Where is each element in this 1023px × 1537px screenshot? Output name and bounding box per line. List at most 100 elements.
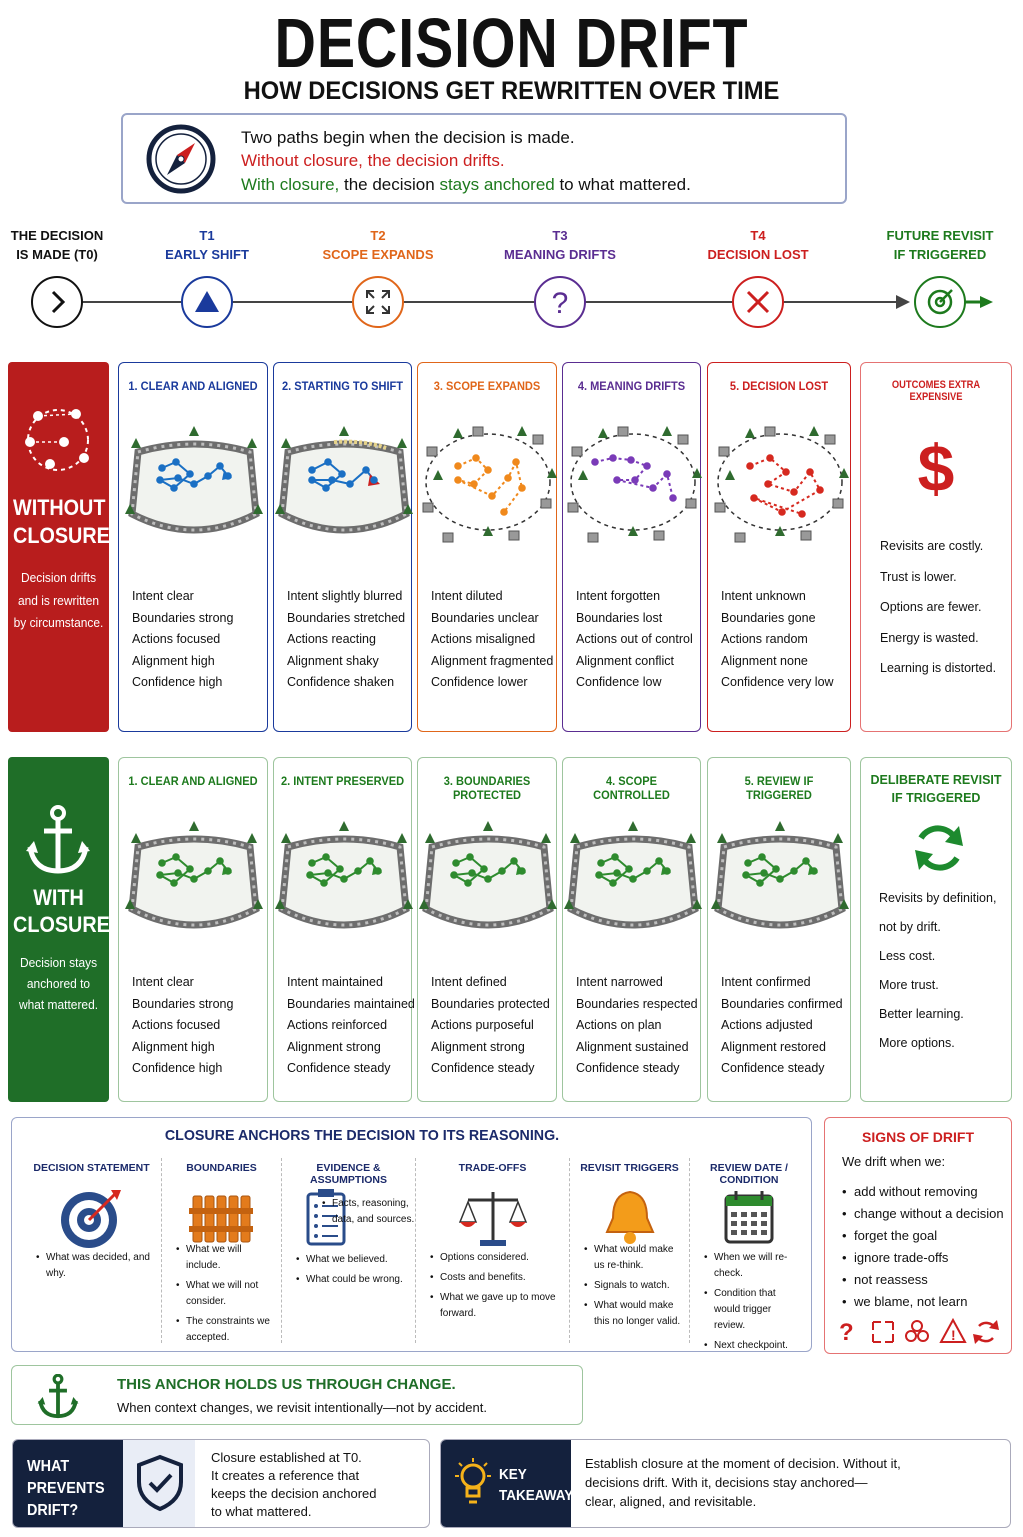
list-item: Learning is distorted. <box>880 661 997 675</box>
scale-icon <box>458 1192 528 1246</box>
list-item: Trust is lower. <box>880 569 957 584</box>
question-icon: ? <box>552 287 569 317</box>
stage-attribute: Actions reacting <box>287 632 376 647</box>
stage-attribute: Alignment none <box>721 653 808 668</box>
stage-attribute: Boundaries confirmed <box>721 996 843 1011</box>
stage-attribute: Actions adjusted <box>721 1018 813 1033</box>
stage-attribute: Intent slightly blurred <box>287 589 403 603</box>
stage-attribute: Confidence steady <box>721 1061 825 1076</box>
anchor-column-header: TRADE-OFFS <box>458 1162 527 1174</box>
stage-attribute: Confidence steady <box>576 1061 680 1076</box>
list-item: we blame, not learn <box>842 1291 1004 1313</box>
enclosure-illustration <box>125 426 263 534</box>
anchor-column: REVISIT TRIGGERSWhat would make us re-th… <box>570 1158 690 1343</box>
list-item: When we will re-check. <box>704 1250 800 1282</box>
with-closure-sidebar: WITH CLOSURE Decision stays anchored to … <box>8 757 110 1102</box>
list-item: Less cost. <box>879 949 936 963</box>
stage-attribute: Confidence lower <box>431 675 528 690</box>
stage-attribute: Boundaries respected <box>576 996 698 1011</box>
stage-attribute: Intent narrowed <box>576 975 663 989</box>
stage-card-title: 3. SCOPE EXPANDS <box>433 379 541 393</box>
stage-card-title: 1. CLEAR AND ALIGNED <box>128 379 258 393</box>
stage-attribute: Intent diluted <box>431 589 503 603</box>
stage-attribute: Boundaries unclear <box>431 610 539 625</box>
stage-attribute: Alignment high <box>132 1039 215 1054</box>
stage-attribute: Confidence shaken <box>287 675 395 690</box>
signs-of-drift-panel: SIGNS OF DRIFT We drift when we: add wit… <box>824 1117 1012 1354</box>
list-item: add without removing <box>842 1181 1004 1203</box>
holds-title: THIS ANCHOR HOLDS US THROUGH CHANGE. <box>117 1376 456 1393</box>
anchor-column-header: DECISION STATEMENT <box>33 1162 150 1174</box>
timeline-node <box>352 276 404 328</box>
list-item: More trust. <box>879 978 939 992</box>
calendar-icon <box>724 1191 774 1244</box>
list-item: Options are fewer. <box>880 600 982 614</box>
intro-line-3: With closure, the decision stays anchore… <box>241 175 691 194</box>
anchor-column-header: EVIDENCE & ASSUMPTIONS <box>309 1162 387 1186</box>
signs-list: add without removingchange without a dec… <box>842 1181 1004 1313</box>
without-title-1: WITHOUT <box>13 495 106 520</box>
list-item: What we will include. <box>176 1242 274 1274</box>
stage-card-title: 4. SCOPE CONTROLLED <box>593 774 670 802</box>
stage-attribute: Intent forgotten <box>576 589 661 603</box>
enclosure-illustration <box>419 821 557 929</box>
stage-attribute: Actions on plan <box>576 1018 662 1033</box>
target-icon <box>61 1190 121 1248</box>
enclosure-illustration <box>714 426 849 543</box>
stage-attribute: Alignment sustained <box>576 1039 689 1054</box>
intro-line-2: Without closure, the decision drifts. <box>241 151 505 170</box>
list-item: Revisits are costly. <box>880 539 984 553</box>
closure-anchors-panel: CLOSURE ANCHORS THE DECISION TO ITS REAS… <box>11 1117 812 1354</box>
intro-line-1: Two paths begin when the decision is mad… <box>241 128 575 147</box>
signs-intro: We drift when we: <box>842 1154 946 1169</box>
stage-attribute: Alignment restored <box>721 1039 826 1054</box>
anchor-column: EVIDENCE & ASSUMPTIONS Facts, reasoning, … <box>282 1158 416 1343</box>
list-item: What we believed. <box>296 1252 408 1268</box>
x-icon <box>746 290 770 314</box>
stage-attribute: Actions misaligned <box>431 632 536 647</box>
stage-attribute: Intent maintained <box>287 975 383 989</box>
stage-attribute: Boundaries maintained <box>287 996 415 1011</box>
timeline-line <box>75 295 993 309</box>
anchor-column-list: When we will re-check.Condition that wou… <box>704 1250 800 1358</box>
anchor-note: Facts, reasoning, data, and sources. <box>322 1196 418 1232</box>
shield-check-icon <box>137 1454 183 1512</box>
stage-attribute: Alignment shaky <box>287 653 379 668</box>
enclosure-illustration <box>125 821 263 929</box>
page-title: DECISION DRIFT <box>274 4 749 82</box>
lightbulb-icon <box>455 1458 491 1504</box>
list-item: Options considered. <box>430 1250 562 1266</box>
anchor-icon <box>37 1374 79 1419</box>
list-item: What was decided, and why. <box>36 1250 154 1282</box>
anchors-title: CLOSURE ANCHORS THE DECISION TO ITS REAS… <box>164 1127 560 1144</box>
prevent-text: Closure established at T0.It creates a r… <box>211 1450 377 1519</box>
list-item: What we will not consider. <box>176 1278 274 1310</box>
stage-card-title: 5. REVIEW IF TRIGGERED <box>744 774 814 802</box>
with-title-1: WITH <box>33 885 84 910</box>
list-item: Energy is wasted. <box>880 630 979 645</box>
drift-path-icon <box>25 409 89 471</box>
svg-text:?: ? <box>552 287 569 317</box>
timeline-node <box>181 276 233 328</box>
stage-card-title: 4. MEANING DRIFTS <box>577 379 686 393</box>
list-item: not reassess <box>842 1269 1004 1291</box>
stage-attribute: Actions out of control <box>576 632 693 647</box>
anchor-column-list: Options considered.Costs and benefits.Wh… <box>430 1250 562 1326</box>
stage-attribute: Boundaries gone <box>721 610 816 625</box>
